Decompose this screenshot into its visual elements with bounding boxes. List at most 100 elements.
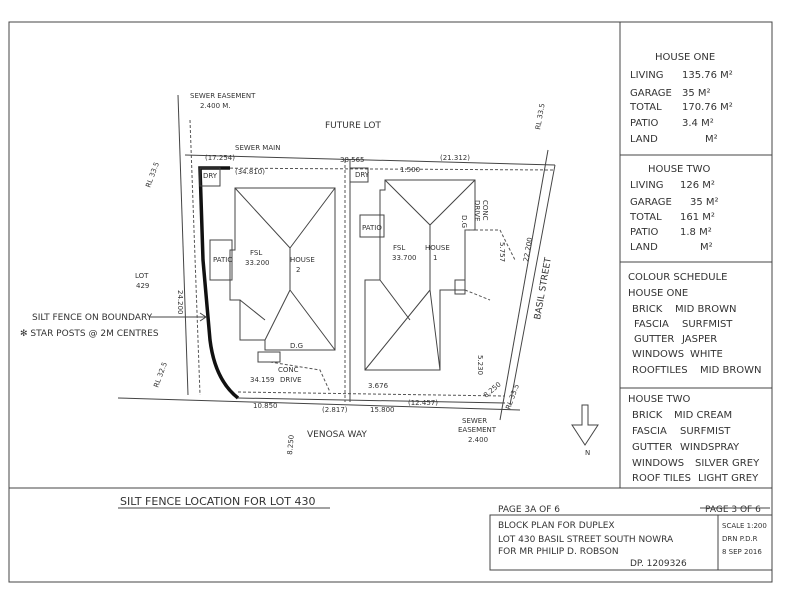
svg-text:HOUSE: HOUSE (290, 256, 315, 264)
svg-text:DRY: DRY (355, 171, 370, 179)
svg-text:ROOFTILES: ROOFTILES (632, 365, 688, 376)
svg-text:PATIO: PATIO (630, 227, 659, 238)
svg-text:LIVING: LIVING (630, 180, 664, 191)
svg-text:(12.457): (12.457) (408, 399, 438, 407)
svg-text:WINDSPRAY: WINDSPRAY (680, 442, 740, 453)
svg-text:DRY: DRY (203, 172, 218, 180)
svg-text:CONC: CONC (481, 200, 489, 221)
svg-text:RL 32.5: RL 32.5 (152, 361, 169, 389)
svg-text:FASCIA: FASCIA (632, 426, 667, 437)
svg-text:10.850: 10.850 (253, 402, 278, 410)
patio-two (209, 239, 233, 281)
svg-text:PATIO: PATIO (213, 256, 233, 264)
svg-text:WHITE: WHITE (690, 349, 723, 360)
svg-text:1.500: 1.500 (400, 166, 420, 174)
svg-text:RL 33.5: RL 33.5 (534, 103, 546, 131)
svg-text:RL 33.5: RL 33.5 (144, 161, 161, 189)
svg-text:170.76 M²: 170.76 M² (682, 102, 733, 113)
svg-text:SEWER: SEWER (462, 417, 487, 425)
svg-text:EASEMENT: EASEMENT (458, 426, 497, 434)
lot-429-label: LOT (135, 272, 149, 280)
svg-text:MID BROWN: MID BROWN (700, 365, 762, 376)
svg-text:38.565: 38.565 (340, 156, 365, 164)
future-lot-label: FUTURE LOT (325, 121, 381, 131)
svg-text:GUTTER: GUTTER (632, 442, 672, 453)
svg-text:8.250: 8.250 (286, 435, 296, 456)
top-boundary (184, 154, 556, 166)
basil-street-boundary (509, 164, 556, 406)
svg-text:HOUSE: HOUSE (425, 244, 450, 252)
svg-text:2.400 M.: 2.400 M. (200, 102, 231, 110)
title-line-3: FOR MR PHILIP D. ROBSON (498, 547, 619, 557)
svg-text:FASCIA: FASCIA (634, 319, 669, 330)
svg-text:BRICK: BRICK (632, 304, 663, 315)
svg-text:35 M²: 35 M² (690, 197, 719, 208)
svg-text:15.800: 15.800 (370, 406, 395, 414)
svg-text:WINDOWS: WINDOWS (632, 349, 684, 360)
svg-text:22.200: 22.200 (522, 237, 534, 263)
svg-text:5.757: 5.757 (498, 242, 506, 262)
svg-text:161 M²: 161 M² (680, 212, 715, 223)
sewer-easement-line (177, 94, 189, 396)
svg-text:3.676: 3.676 (368, 382, 389, 390)
silt-fence-location-label: SILT FENCE LOCATION FOR LOT 430 (120, 495, 316, 508)
svg-text:FSL: FSL (393, 244, 405, 252)
svg-text:HOUSE TWO: HOUSE TWO (628, 394, 691, 405)
site-plan (117, 94, 599, 446)
star-posts-label: ✻ STAR POSTS @ 2M CENTRES (20, 329, 159, 339)
svg-text:PATIO: PATIO (362, 224, 382, 232)
svg-text:LAND: LAND (630, 134, 658, 145)
svg-text:D.G: D.G (460, 215, 468, 228)
svg-text:(21.312): (21.312) (440, 154, 470, 162)
venosa-way-boundary (237, 397, 506, 404)
svg-text:(17.254): (17.254) (205, 154, 235, 162)
north-arrow-icon (571, 404, 599, 446)
svg-text:LIVING: LIVING (630, 70, 664, 81)
svg-text:LAND: LAND (630, 242, 658, 253)
svg-text:35 M²: 35 M² (682, 88, 711, 99)
svg-text:429: 429 (136, 282, 149, 290)
dp-number: DP. 1209326 (630, 559, 687, 569)
svg-text:SILVER GREY: SILVER GREY (695, 458, 760, 469)
svg-text:SURFMIST: SURFMIST (682, 319, 733, 330)
plan-labels: SEWER EASEMENT 2.400 M. FUTURE LOT SEWER… (20, 92, 590, 457)
svg-text:TOTAL: TOTAL (629, 102, 662, 113)
house-two-area-heading: HOUSE TWO (648, 164, 711, 175)
svg-text:135.76 M²: 135.76 M² (682, 70, 733, 81)
svg-text:126 M²: 126 M² (680, 180, 715, 191)
house-one-area-table: HOUSE ONE LIVING 135.76 M² GARAGE 35 M² … (629, 52, 733, 145)
svg-text:(34.810): (34.810) (235, 168, 265, 176)
svg-text:D.G: D.G (290, 342, 303, 350)
house-two-outline (229, 187, 336, 351)
svg-text:FSL: FSL (250, 249, 262, 257)
house-one-area-heading: HOUSE ONE (655, 52, 715, 63)
venosa-way-label: VENOSA WAY (307, 430, 367, 440)
svg-text:RL 33.5: RL 33.5 (504, 383, 521, 411)
svg-text:GUTTER: GUTTER (634, 334, 674, 345)
svg-text:SEWER EASEMENT: SEWER EASEMENT (190, 92, 256, 100)
svg-text:1: 1 (433, 254, 437, 262)
svg-text:JASPER: JASPER (681, 334, 717, 345)
title-line-1: BLOCK PLAN FOR DUPLEX (498, 521, 615, 531)
svg-text:TOTAL: TOTAL (629, 212, 662, 223)
svg-text:ROOF TILES: ROOF TILES (632, 473, 691, 484)
colour-schedule: COLOUR SCHEDULE HOUSE ONE BRICK MID BROW… (628, 272, 762, 484)
svg-text:GARAGE: GARAGE (630, 197, 672, 208)
svg-text:34.159: 34.159 (250, 376, 275, 384)
svg-text:GARAGE: GARAGE (630, 88, 672, 99)
svg-text:MID BROWN: MID BROWN (675, 304, 737, 315)
page-number-struck: PAGE 3 OF 6 (705, 505, 761, 515)
house-two-area-table: HOUSE TWO LIVING 126 M² GARAGE 35 M² TOT… (629, 164, 719, 253)
svg-text:8.250: 8.250 (482, 381, 502, 400)
silt-fence-line (198, 166, 240, 400)
svg-text:2.400: 2.400 (468, 436, 488, 444)
svg-text:5.230: 5.230 (476, 355, 484, 375)
colour-schedule-heading: COLOUR SCHEDULE (628, 272, 727, 283)
svg-text:CONC: CONC (278, 366, 299, 374)
title-line-2: LOT 430 BASIL STREET SOUTH NOWRA (498, 535, 674, 545)
svg-text:PATIO: PATIO (630, 118, 659, 129)
silt-fence-boundary-label: SILT FENCE ON BOUNDARY (32, 313, 153, 323)
svg-text:M²: M² (705, 134, 718, 145)
dry-two-box (199, 167, 221, 187)
